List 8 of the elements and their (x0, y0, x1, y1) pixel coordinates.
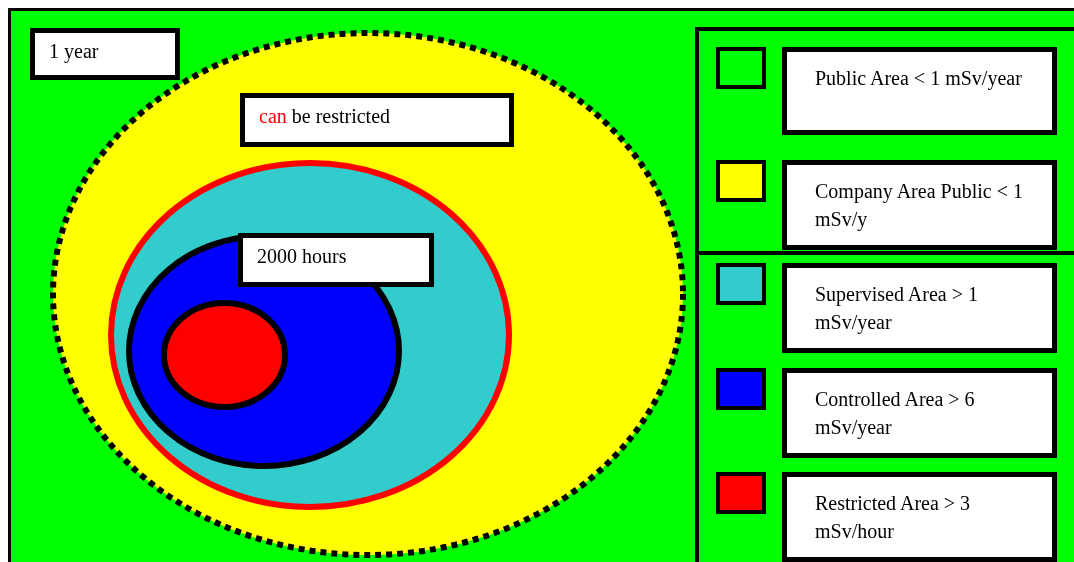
legend-label: Public Area < 1 mSv/year (782, 47, 1057, 135)
legend-label: Company Area Public < 1 mSv/y (782, 160, 1057, 250)
zone-label: 1 year (30, 28, 180, 80)
zone-label: can be restricted (240, 93, 514, 147)
legend-label: Supervised Area > 1 mSv/year (782, 263, 1057, 353)
legend-label: Controlled Area > 6 mSv/year (782, 368, 1057, 458)
zone-label: 2000 hours (238, 233, 434, 287)
legend-label: Restricted Area > 3 mSv/hour (782, 472, 1057, 562)
